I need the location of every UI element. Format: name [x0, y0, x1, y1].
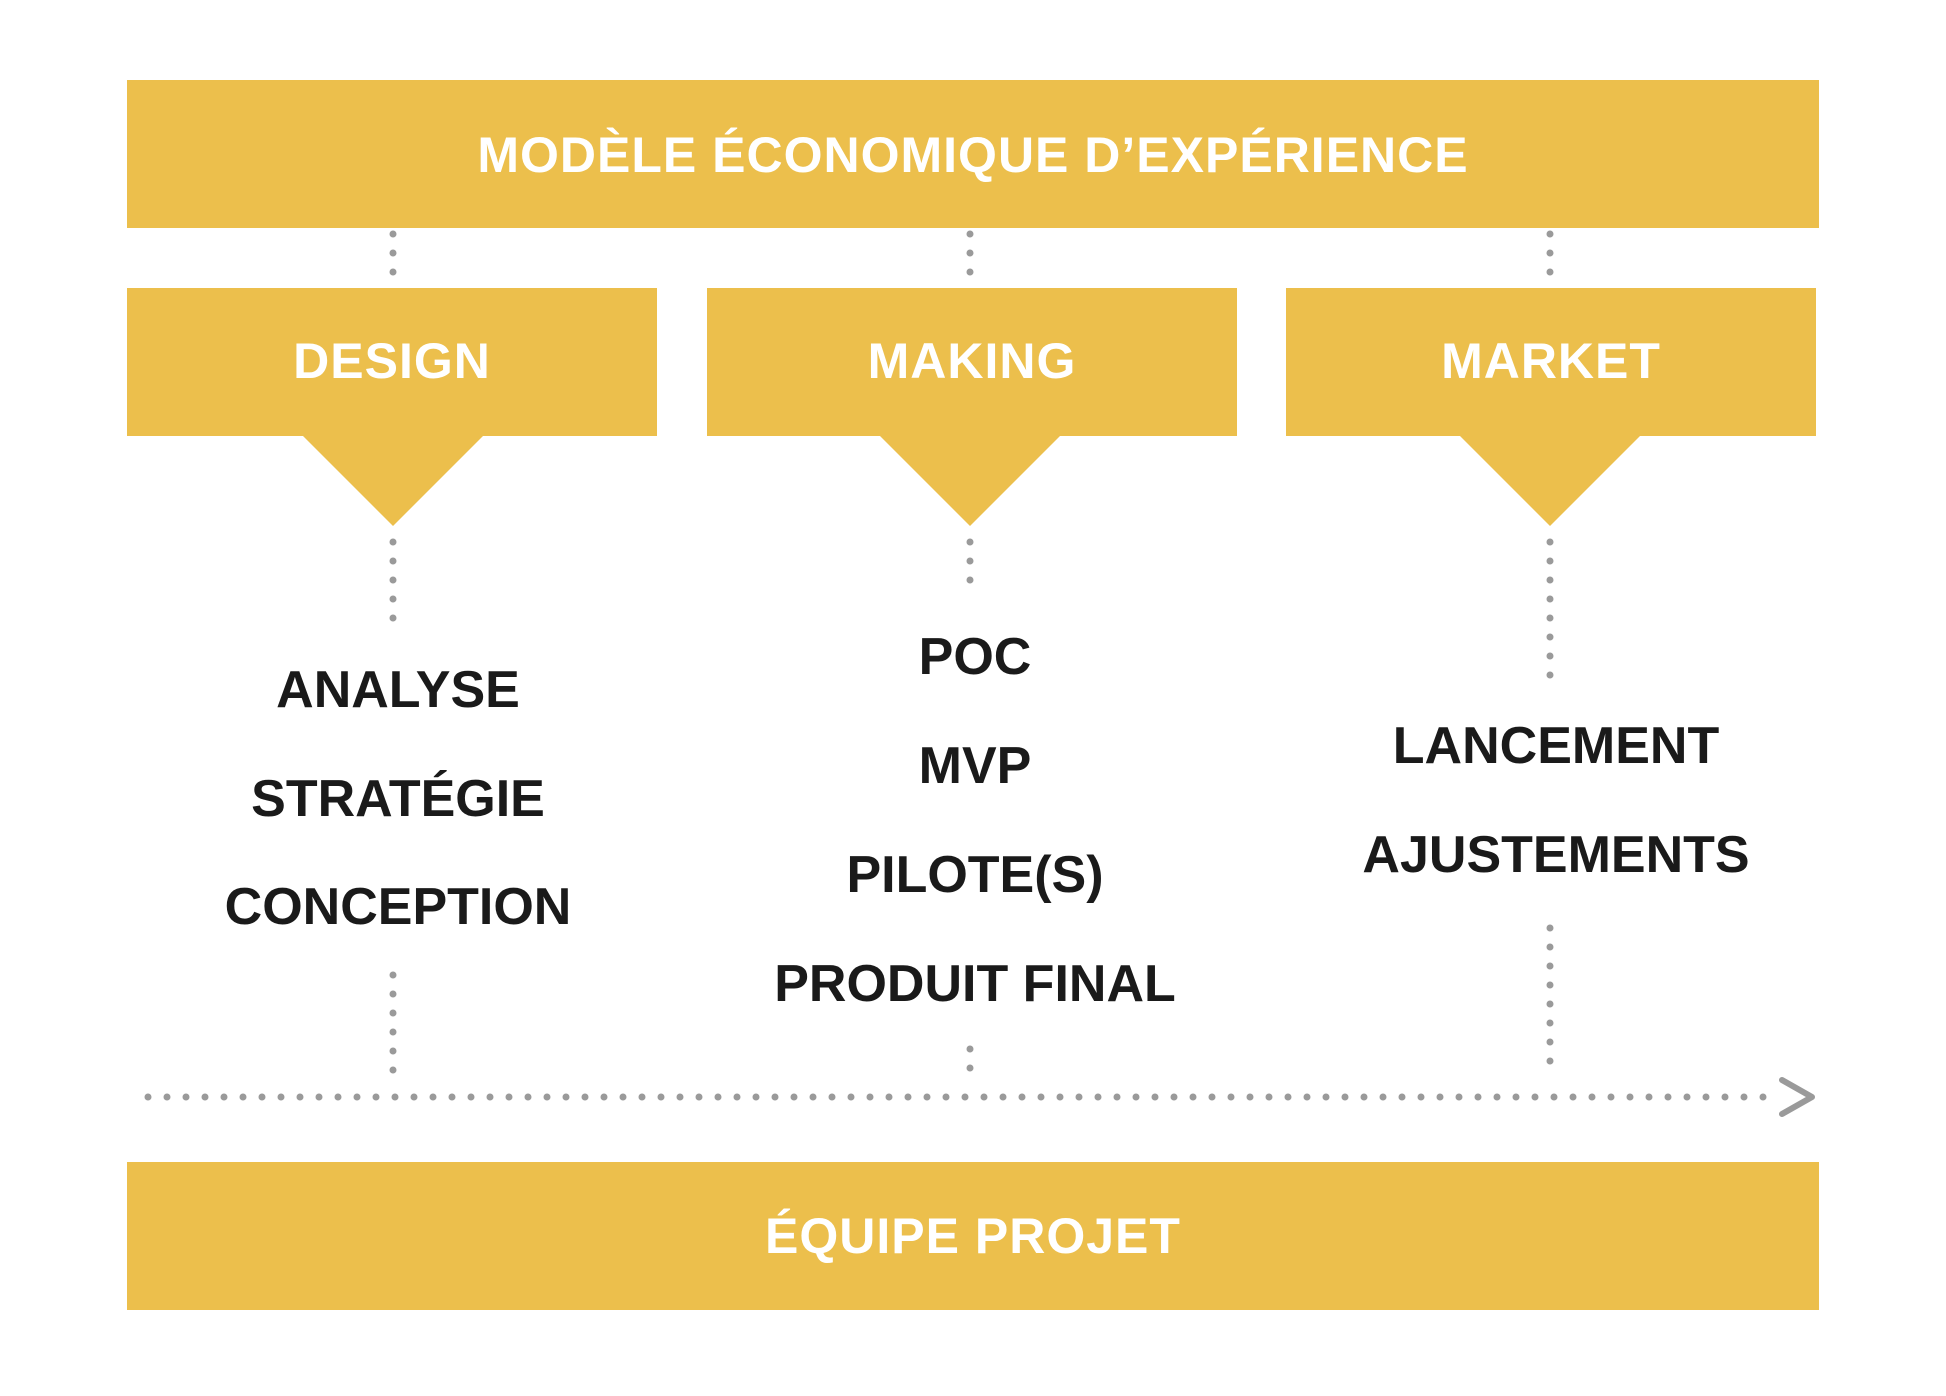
connectors-top — [389, 230, 1554, 286]
making-item-pilotes: PILOTE(S) — [846, 846, 1103, 904]
market-item-ajustements: AJUSTEMENTS — [1362, 826, 1749, 884]
phase-making: MAKING POC MVP PILOTE(S) PRODUIT FINAL — [707, 288, 1237, 1076]
timeline-arrow — [144, 1077, 1815, 1117]
making-item-produit-final: PRODUIT FINAL — [774, 955, 1176, 1013]
phase-making-banner — [707, 288, 1237, 526]
bottom-banner: ÉQUIPE PROJET — [127, 1162, 1819, 1310]
design-item-analyse: ANALYSE — [276, 661, 520, 719]
phase-making-label: MAKING — [868, 333, 1077, 389]
phase-market: MARKET LANCEMENT AJUSTEMENTS — [1286, 288, 1816, 1076]
phase-design: DESIGN ANALYSE STRATÉGIE CONCEPTION — [127, 288, 657, 1076]
market-item-lancement: LANCEMENT — [1393, 717, 1720, 775]
bottom-banner-label: ÉQUIPE PROJET — [765, 1208, 1181, 1264]
making-item-mvp: MVP — [919, 737, 1032, 795]
phase-market-banner — [1286, 288, 1816, 526]
phase-design-label: DESIGN — [293, 333, 491, 389]
top-banner: MODÈLE ÉCONOMIQUE D’EXPÉRIENCE — [127, 80, 1819, 228]
making-item-poc: POC — [919, 628, 1032, 686]
top-banner-label: MODÈLE ÉCONOMIQUE D’EXPÉRIENCE — [477, 127, 1468, 183]
phase-market-label: MARKET — [1441, 333, 1661, 389]
design-item-strategie: STRATÉGIE — [251, 770, 545, 828]
phase-design-banner — [127, 288, 657, 526]
design-item-conception: CONCEPTION — [225, 878, 572, 936]
timeline-arrowhead-icon — [1779, 1077, 1815, 1117]
